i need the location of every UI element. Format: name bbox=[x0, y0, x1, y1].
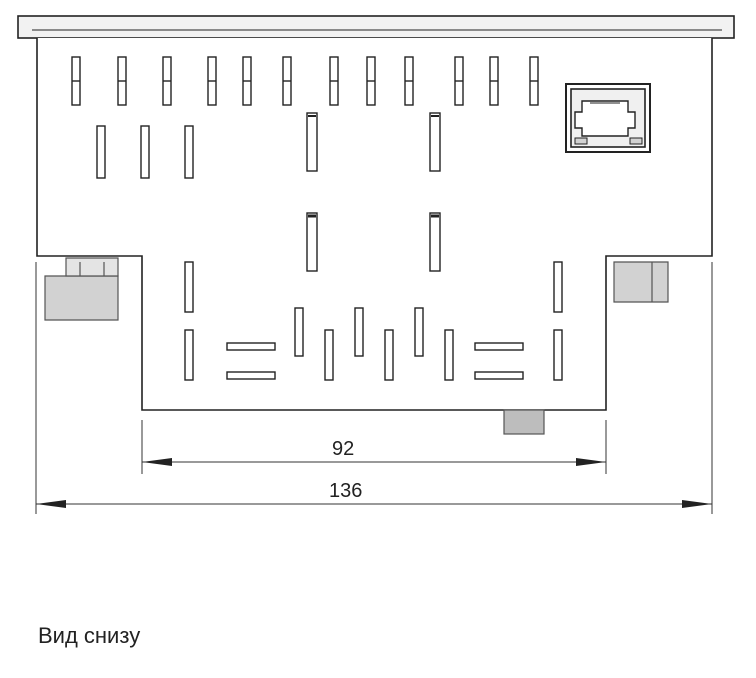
front-bezel bbox=[17, 15, 735, 39]
terminal-slots-row bbox=[71, 56, 539, 106]
rj45-port-icon bbox=[565, 83, 651, 153]
left-mounting-clamp bbox=[44, 257, 119, 321]
housing-outline bbox=[36, 38, 713, 411]
dimension-arrowheads bbox=[36, 458, 712, 508]
lower-vent-slots bbox=[184, 261, 563, 381]
right-mounting-clamp bbox=[613, 261, 669, 303]
dimension-label-outer-width: 136 bbox=[329, 480, 363, 502]
figure-caption: Вид снизу bbox=[38, 623, 141, 648]
dimension-lines bbox=[35, 262, 713, 514]
vent-slots bbox=[96, 112, 441, 272]
dimension-label-inner-width: 92 bbox=[332, 438, 355, 460]
bottom-latch bbox=[503, 409, 545, 435]
